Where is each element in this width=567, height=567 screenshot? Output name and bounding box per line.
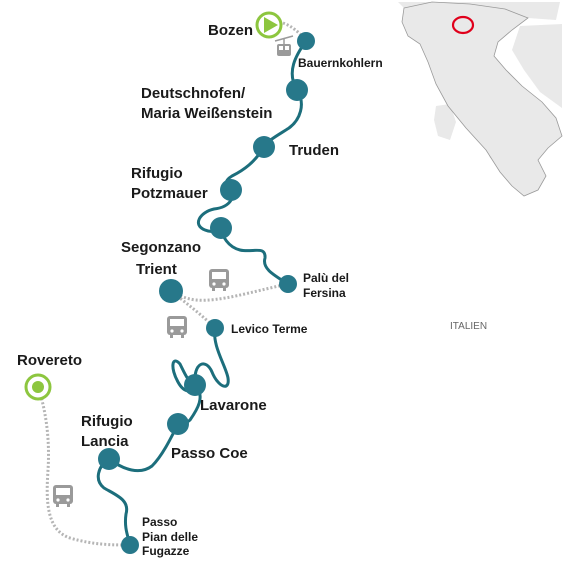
stop-marker-truden[interactable] [253,136,275,158]
inset-land-balkans [512,24,562,108]
label-lancia-line2: Lancia [81,433,129,450]
stop-marker-deutschnofen[interactable] [286,79,308,101]
label-levico: Levico Terme [231,322,308,336]
stop-marker-fugazze[interactable] [121,536,139,554]
transfer-line-palu-trient [170,282,289,302]
label-deutschnofen-line2: Maria Weißenstein [141,105,272,122]
label-bauernkohlern: Bauernkohlern [298,56,383,70]
bus-icon [209,269,229,291]
label-fugazze-line3: Fugazze [142,544,190,558]
stop-labels: Bozen Bauernkohlern Deutschnofen/ Maria … [17,22,383,558]
stop-marker-trient[interactable] [159,279,183,303]
label-trient: Trient [136,261,177,278]
inset-land [402,2,562,196]
inset-location-marker [451,15,475,35]
stop-marker-rovereto-inner[interactable] [32,381,44,393]
label-lavarone: Lavarone [200,397,267,414]
stop-markers [24,11,315,554]
bus-icon [167,316,187,338]
stop-marker-palu[interactable] [279,275,297,293]
country-label: ITALIEN [450,321,487,332]
stop-marker-levico[interactable] [206,319,224,337]
stop-marker-potzmauer[interactable] [220,179,242,201]
label-lancia-line1: Rifugio [81,413,133,430]
inset-island-sardinia [434,104,456,140]
label-rovereto: Rovereto [17,352,82,369]
stop-marker-bozen[interactable] [255,11,283,39]
label-fugazze-line1: Passo [142,515,177,529]
play-icon[interactable] [264,17,278,33]
cable-car-icon [274,35,294,56]
stop-marker-bauernkohlern[interactable] [297,32,315,50]
label-potzmauer-line1: Rifugio [131,165,183,182]
inset-island-corsica [444,78,453,101]
stop-marker-lavarone[interactable] [184,374,206,396]
inset-map-italy [398,1,563,197]
label-bozen: Bozen [208,22,253,39]
transfer-line-fugazze-rovereto [36,386,131,547]
label-palu-line1: Palù del [303,271,349,285]
label-deutschnofen-line1: Deutschnofen/ [141,85,246,102]
inset-land-neighbour-north [398,2,560,20]
label-palu-line2: Fersina [303,286,346,300]
stop-marker-segonzano[interactable] [210,217,232,239]
inset-border-italy [401,1,563,197]
label-truden: Truden [289,142,339,159]
label-fugazze-line2: Pian delle [142,530,198,544]
label-segonzano: Segonzano [121,239,201,256]
stop-marker-passo-coe[interactable] [167,413,189,435]
stop-marker-lancia[interactable] [98,448,120,470]
label-passo-coe: Passo Coe [171,445,248,462]
inset-island-sicily [486,146,526,164]
label-potzmauer-line2: Potzmauer [131,185,208,202]
bus-icon [53,485,73,507]
